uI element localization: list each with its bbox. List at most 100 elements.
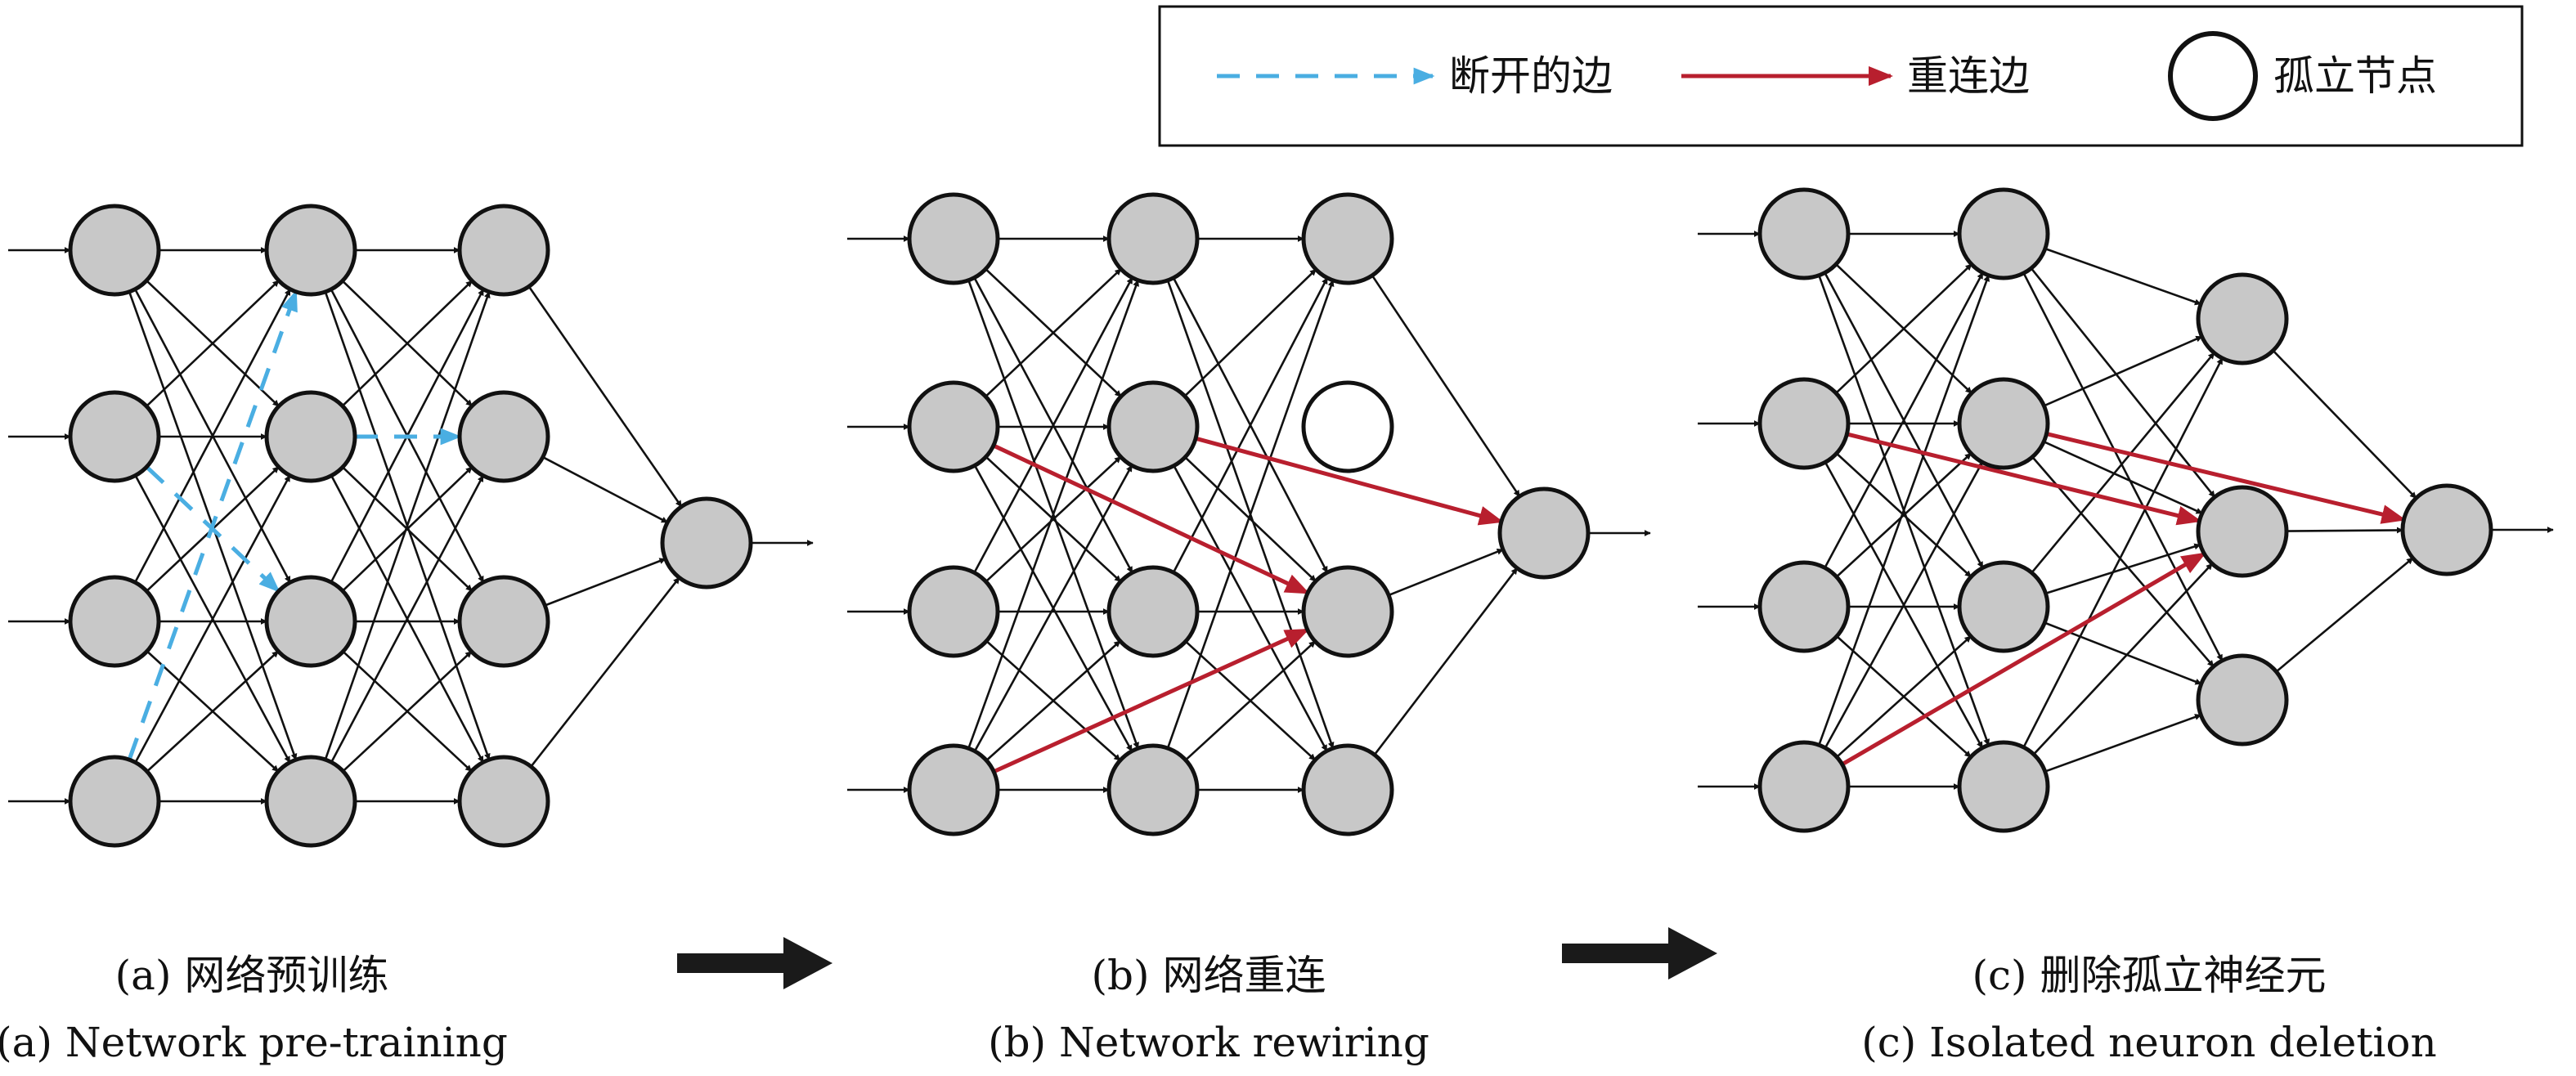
edge-layer — [8, 247, 814, 805]
neuron-node — [1757, 377, 1851, 470]
neuron-node — [907, 380, 1000, 473]
highlight-edge-layer — [992, 436, 1504, 774]
neuron-node — [2196, 485, 2289, 578]
removed-edge — [127, 289, 298, 760]
neuron-node — [1301, 192, 1394, 285]
caption-b-cn: (b) 网络重连 — [1092, 952, 1326, 999]
connection-edge — [1836, 635, 1972, 758]
progress-arrow-a-to-b — [677, 937, 832, 989]
legend-isolated-node-sample — [2168, 31, 2258, 121]
panel-network-rewiring — [847, 192, 1651, 836]
neuron-node — [457, 390, 550, 483]
edge-layer — [1698, 231, 2554, 790]
connection-edge — [2045, 543, 2201, 595]
caption-c-cn: (c) 删除孤立神经元 — [1972, 952, 2327, 999]
caption-a-cn: (a) 网络预训练 — [115, 952, 389, 999]
neuron-node — [1106, 565, 1200, 658]
neuron-node — [1757, 187, 1851, 280]
panel-network-pretraining — [8, 204, 814, 848]
connection-edge — [341, 280, 473, 407]
neuron-node — [68, 390, 161, 483]
edge-layer — [847, 235, 1651, 793]
legend: 断开的边 重连边 孤立节点 — [1158, 5, 2524, 147]
connection-edge — [985, 455, 1122, 583]
connection-edge — [2272, 349, 2417, 500]
neuron-node — [2400, 483, 2493, 576]
connection-edge — [146, 650, 280, 773]
rewired-edge — [992, 443, 1310, 595]
connection-edge — [2043, 335, 2203, 407]
rewired-edge — [2045, 432, 2407, 524]
connection-edge — [967, 280, 1139, 749]
connection-edge — [342, 650, 473, 773]
legend-isolated-node-label: 孤立节点 — [2273, 52, 2437, 100]
neuron-node — [907, 565, 1000, 658]
neuron-node — [1497, 486, 1591, 580]
isolated-neuron-node — [1301, 380, 1394, 473]
neuron-node — [1757, 740, 1851, 833]
neuron-node — [1106, 192, 1200, 285]
connection-edge — [985, 640, 1121, 761]
rewired-edge — [1841, 552, 2206, 766]
connection-edge — [542, 455, 668, 524]
highlight-edge-layer — [127, 289, 462, 760]
connection-edge — [544, 558, 666, 607]
neuron-node — [1301, 565, 1394, 658]
neuron-node — [907, 743, 1000, 836]
rewired-edge — [1195, 436, 1504, 526]
neuron-node — [1301, 743, 1394, 836]
connection-edge — [1835, 263, 1972, 394]
neuron-node — [457, 575, 550, 668]
caption-a-en: (a) Network pre-training — [0, 1019, 508, 1066]
connection-edge — [1371, 275, 1521, 497]
connection-edge — [1824, 271, 1984, 569]
connection-edge — [2022, 357, 2224, 748]
neuron-node — [1957, 560, 2050, 653]
neuron-node — [264, 204, 357, 297]
neuron-node — [264, 755, 357, 848]
connection-edge — [973, 464, 1133, 752]
connection-edge — [2043, 441, 2203, 514]
node-layer — [68, 204, 753, 848]
caption-b-en: (b) Network rewiring — [988, 1019, 1429, 1066]
neuron-node — [68, 575, 161, 668]
neuron-node — [264, 390, 357, 483]
connection-edge — [1824, 461, 1984, 749]
neuron-node — [907, 192, 1000, 285]
neuron-node — [264, 575, 357, 668]
rewired-edge — [993, 627, 1310, 774]
connection-edge — [2022, 272, 2224, 661]
connection-edge — [324, 291, 491, 760]
neuron-node — [1957, 740, 2050, 833]
connection-edge — [2044, 247, 2201, 306]
neuron-node — [1106, 380, 1200, 473]
neuron-node — [68, 755, 161, 848]
neuron-node — [68, 204, 161, 297]
connection-edge — [1818, 275, 1990, 746]
connection-edge — [1166, 280, 1335, 749]
neuron-node — [2196, 272, 2289, 365]
highlight-edge-layer — [1841, 432, 2407, 766]
neuron-node — [1957, 187, 2050, 280]
legend-rewired-edge-label: 重连边 — [1907, 52, 2030, 100]
rewired-edge — [1846, 432, 2202, 526]
connection-edge — [1184, 456, 1317, 582]
neuron-node — [660, 496, 753, 590]
connection-edge — [2275, 557, 2414, 673]
connection-edge — [146, 280, 280, 407]
neuron-node — [457, 204, 550, 297]
connection-edge — [1835, 452, 1972, 578]
connection-edge — [2030, 267, 2216, 498]
connection-edge — [2044, 714, 2201, 773]
neuron-node — [1106, 743, 1200, 836]
neuron-node — [457, 755, 550, 848]
connection-edge — [342, 466, 473, 592]
connection-edge — [1388, 548, 1504, 597]
removed-edge — [145, 465, 280, 593]
connection-edge — [2031, 352, 2215, 574]
connection-edge — [1173, 464, 1328, 752]
progress-arrow-b-to-c — [1562, 927, 1717, 980]
connection-edge — [973, 276, 1133, 574]
neuron-node — [2196, 653, 2289, 746]
